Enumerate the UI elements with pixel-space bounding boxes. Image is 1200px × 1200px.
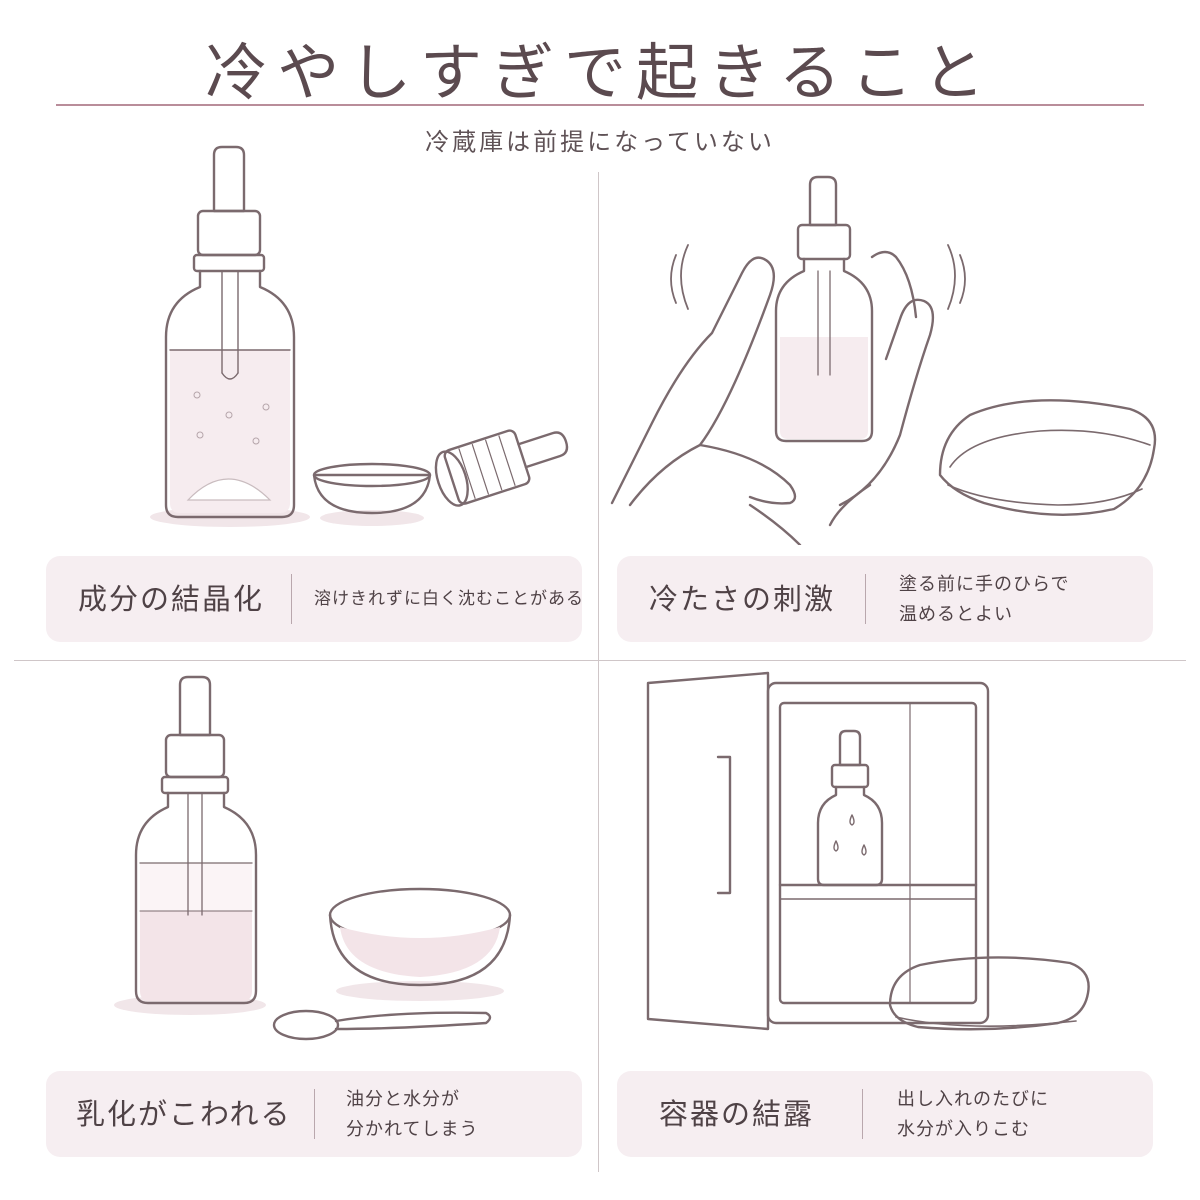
label-emulsion-breaking: 乳化がこわれる 油分と水分が 分かれてしまう bbox=[46, 1071, 582, 1157]
label-description: 出し入れのたびに 水分が入りこむ bbox=[897, 1089, 1049, 1140]
warming-in-hands-illustration bbox=[600, 145, 1200, 545]
panel-cold-stimulation: 冷たさの刺激 塗る前に手のひらで 温めるとよい bbox=[600, 145, 1200, 645]
title-divider bbox=[56, 104, 1144, 106]
label-crystallization: 成分の結晶化 溶けきれずに白く沈むことがある bbox=[46, 556, 584, 642]
panel-crystallization: 成分の結晶化 溶けきれずに白く沈むことがある bbox=[0, 145, 600, 645]
label-title: 容器の結露 bbox=[659, 1097, 815, 1131]
label-title: 乳化がこわれる bbox=[76, 1097, 292, 1131]
panel-emulsion-breaking: 乳化がこわれる 油分と水分が 分かれてしまう bbox=[0, 665, 600, 1165]
label-separator bbox=[291, 574, 292, 624]
separated-serum-illustration bbox=[0, 665, 600, 1065]
label-separator bbox=[314, 1089, 315, 1139]
panel-condensation: 容器の結露 出し入れのたびに 水分が入りこむ bbox=[600, 665, 1200, 1165]
label-title: 冷たさの刺激 bbox=[649, 582, 836, 616]
label-separator bbox=[865, 574, 866, 624]
page-subtitle: 冷蔵庫は前提になっていない bbox=[425, 128, 775, 156]
label-separator bbox=[862, 1089, 863, 1139]
label-title: 成分の結晶化 bbox=[78, 582, 265, 616]
refrigerator-icon bbox=[646, 671, 1090, 1031]
label-description: 油分と水分が 分かれてしまう bbox=[346, 1089, 479, 1140]
label-cold-stimulation: 冷たさの刺激 塗る前に手のひらで 温めるとよい bbox=[617, 556, 1153, 642]
grid-divider-vertical bbox=[598, 172, 599, 1172]
page-title: 冷やしすぎで起きること bbox=[205, 36, 995, 109]
label-description: 塗る前に手のひらで 温めるとよい bbox=[899, 574, 1070, 625]
grid-divider-horizontal bbox=[14, 660, 1186, 661]
label-description: 溶けきれずに白く沈むことがある bbox=[314, 589, 584, 609]
refrigerator-illustration bbox=[600, 665, 1200, 1065]
dropper-bottle-icon bbox=[150, 145, 569, 527]
crystallized-serum-illustration bbox=[0, 145, 600, 545]
dropper-bottle-icon bbox=[114, 675, 512, 1041]
label-condensation: 容器の結露 出し入れのたびに 水分が入りこむ bbox=[617, 1071, 1153, 1157]
hands-warming-bottle-icon bbox=[610, 175, 1157, 545]
